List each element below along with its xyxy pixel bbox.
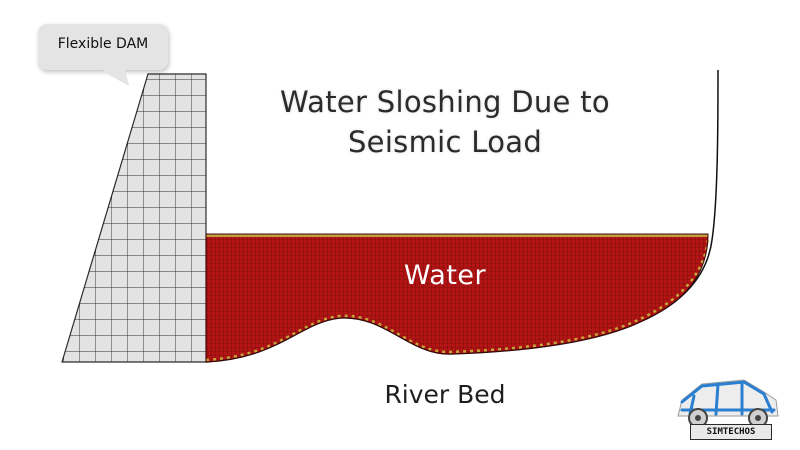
water-bottom-band xyxy=(205,239,710,362)
water-body xyxy=(206,234,708,362)
river-bed-label: River Bed xyxy=(384,380,506,409)
diagram-title: Water Sloshing Due to Seismic Load xyxy=(280,85,610,159)
flexible-dam-callout: Flexible DAM xyxy=(38,24,168,70)
flexible-dam xyxy=(61,73,207,363)
car-frame-icon xyxy=(677,379,779,428)
water-label: Water xyxy=(403,260,487,291)
callout-text: Flexible DAM xyxy=(57,36,149,52)
logo-text: SIMTECHOS xyxy=(690,424,772,440)
